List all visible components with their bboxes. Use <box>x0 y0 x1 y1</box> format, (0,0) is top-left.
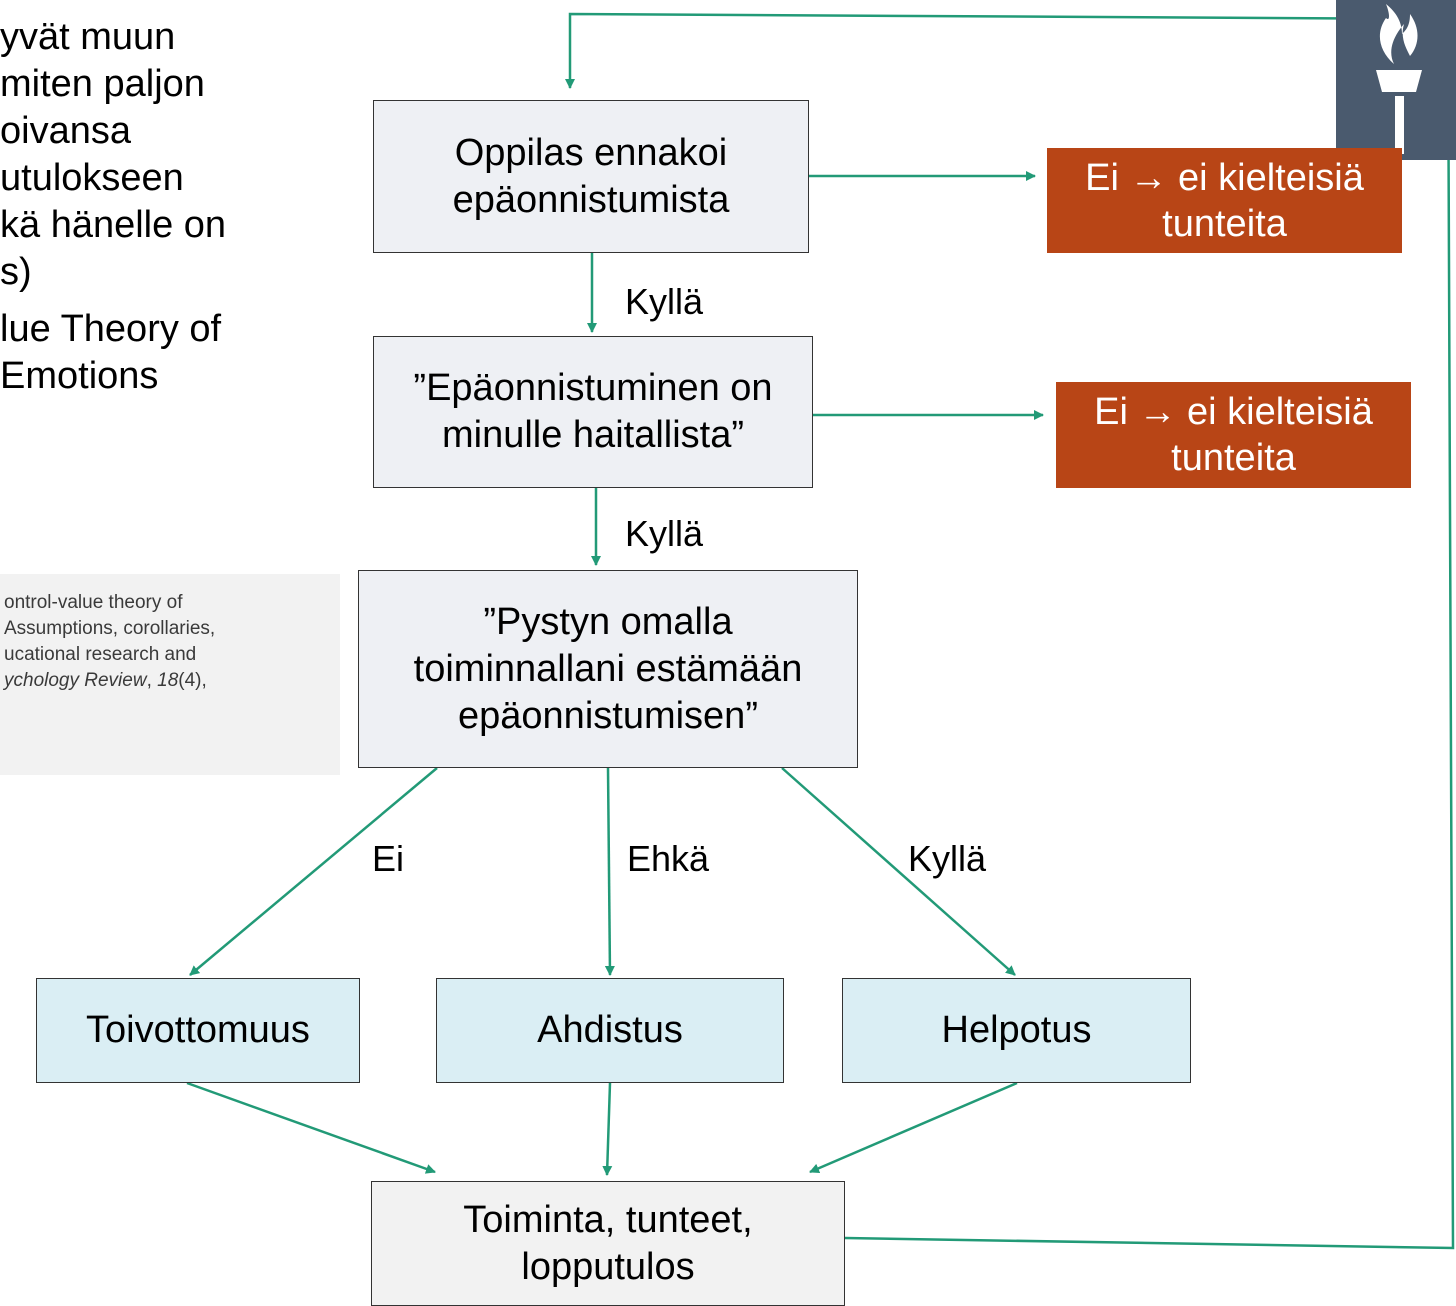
edge-label-no: Ei <box>372 838 405 879</box>
edge-label-yes: Kyllä <box>625 513 704 554</box>
bullet-line: kä hänelle on <box>0 204 227 246</box>
reference-box: ontrol-value theory of Assumptions, coro… <box>0 574 340 775</box>
node-anxiety: Ahdistus <box>436 978 784 1083</box>
edge-label-maybe: Ehkä <box>627 838 710 879</box>
node-control-belief: ”Pystyn omalla toiminnallani estämään ep… <box>358 570 858 768</box>
bullet-line: Emotions <box>0 355 159 397</box>
bullet-line: utulokseen <box>0 157 184 199</box>
reference-line: ontrol-value theory of <box>4 592 183 613</box>
bullet-line: lue Theory of <box>0 308 222 350</box>
node-text: Ahdistus <box>537 1009 683 1051</box>
node-hopelessness: Toivottomuus <box>36 978 360 1083</box>
journal-name: ychology Review <box>4 670 147 691</box>
node-relief: Helpotus <box>842 978 1191 1083</box>
reference-line: ychology Review, 18(4), <box>4 668 207 694</box>
arrow-control-to-hopelessness <box>189 767 438 976</box>
journal-volume: 18 <box>157 670 179 691</box>
edge-label-yes: Kyllä <box>625 281 704 322</box>
node-anticipate-failure: Oppilas ennakoi epäonnistumista <box>373 100 809 253</box>
arrow-anxiety-to-outcome <box>602 1082 613 1176</box>
reference-separator: , <box>146 670 158 691</box>
university-logo <box>1336 0 1456 160</box>
reference-line: ucational research and <box>4 644 197 665</box>
node-text: Oppilas ennakoi epäonnistumista <box>452 131 730 221</box>
arrow-control-to-relief <box>781 767 1016 976</box>
bullet-line: yvät muun <box>0 16 176 58</box>
node-text: ”Epäonnistuminen on minulle haitallista” <box>413 367 773 456</box>
bullet-line: miten paljon <box>0 63 205 105</box>
edge-label-yes: Kyllä <box>908 838 987 879</box>
torch-icon <box>1376 4 1422 154</box>
node-text: Ei → ei kielteisiä tunteita <box>1094 391 1373 479</box>
bullet-line: oivansa <box>0 110 131 152</box>
arrow-control-to-anxiety <box>604 767 615 976</box>
journal-issue: (4), <box>178 670 207 691</box>
node-no-negative-emotions-1: Ei → ei kielteisiä tunteita <box>1047 148 1402 253</box>
node-outcome: Toiminta, tunteet, lopputulos <box>371 1181 845 1306</box>
arrow-relief-to-outcome <box>809 1081 1018 1174</box>
arrow-hopelessness-to-outcome <box>186 1081 436 1174</box>
node-text: Ei → ei kielteisiä tunteita <box>1085 156 1364 245</box>
node-text: Toivottomuus <box>86 1009 310 1051</box>
node-text: Helpotus <box>941 1009 1092 1051</box>
reference-line: Assumptions, corollaries, <box>4 618 216 639</box>
node-failure-harmful: ”Epäonnistuminen on minulle haitallista” <box>373 336 813 488</box>
node-no-negative-emotions-2: Ei → ei kielteisiä tunteita <box>1056 382 1411 488</box>
bullet-text: yvät muun miten paljon oivansa utuloksee… <box>0 14 330 400</box>
node-text: Toiminta, tunteet, lopputulos <box>463 1198 753 1288</box>
bullet-line: s) <box>0 251 32 293</box>
node-text: ”Pystyn omalla toiminnallani estämään ep… <box>413 600 803 737</box>
